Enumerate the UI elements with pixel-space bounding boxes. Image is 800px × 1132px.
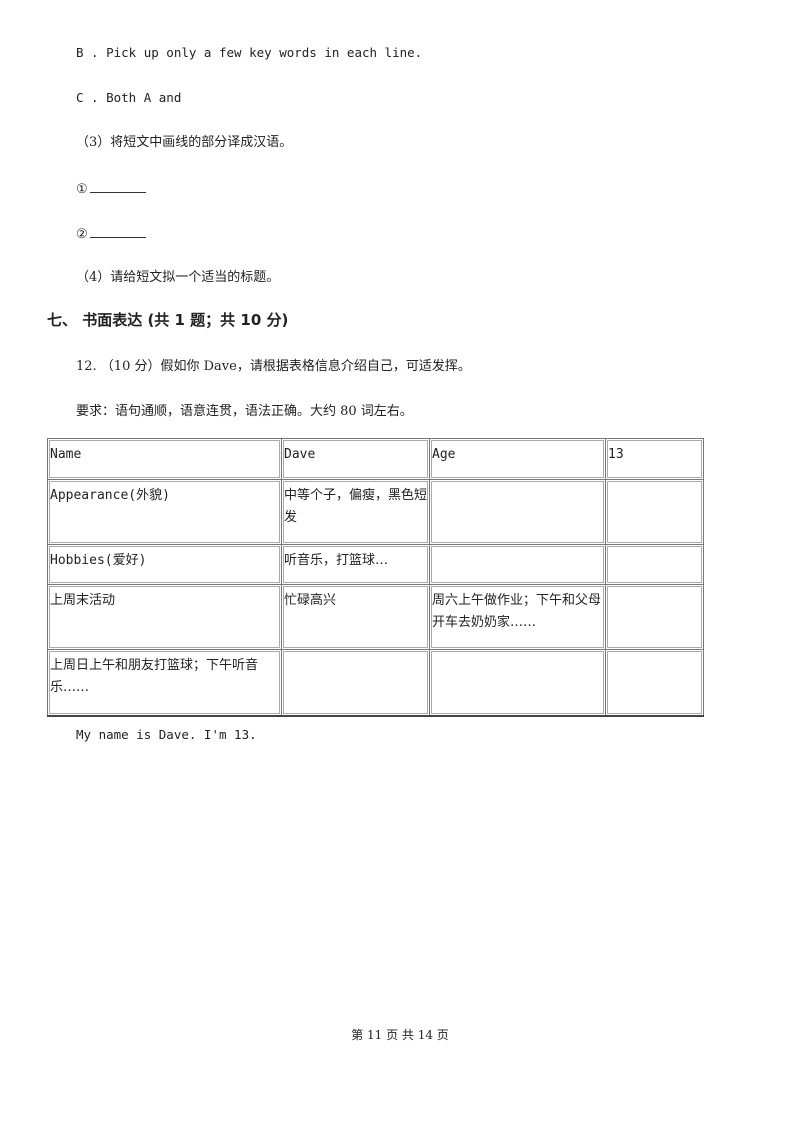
table-cell: 13 [605, 438, 704, 480]
blank-2-label: ② [76, 227, 88, 242]
blank-1-line [89, 179, 146, 193]
info-table: Name Dave Age 13 Appearance(外貌) 中等个子，偏瘦，… [47, 438, 704, 717]
question-12-stem: 12. （10 分）假如你 Dave，请根据表格信息介绍自己，可适发挥。 [76, 359, 471, 374]
table-cell [605, 544, 704, 585]
table-cell [605, 479, 704, 545]
table-cell: 周六上午做作业；下午和父母开车去奶奶家…… [429, 584, 606, 650]
table-cell: 忙碌高兴 [281, 584, 430, 650]
answer-blank-2[interactable]: ② [76, 224, 146, 244]
option-c: C . Both A and [76, 90, 182, 105]
answer-blank-1[interactable]: ① [76, 179, 146, 199]
table-cell: 中等个子，偏瘦，黑色短发 [281, 479, 430, 545]
section-title: 七、 书面表达 (共 1 题；共 10 分) [47, 311, 289, 329]
table-row: Appearance(外貌) 中等个子，偏瘦，黑色短发 [47, 479, 704, 545]
table-cell [605, 584, 704, 650]
table-cell [429, 544, 606, 585]
table-row: 上周末活动 忙碌高兴 周六上午做作业；下午和父母开车去奶奶家…… [47, 584, 704, 650]
table-cell: 听音乐，打篮球… [281, 544, 430, 585]
page-footer: 第 11 页 共 14 页 [351, 1028, 449, 1042]
table-row: 上周日上午和朋友打篮球；下午听音乐…… [47, 649, 704, 716]
table-cell: 上周日上午和朋友打篮球；下午听音乐…… [47, 649, 282, 716]
sub-question-3-prompt: （3）将短文中画线的部分译成汉语。 [76, 135, 293, 150]
table-cell: Appearance(外貌) [47, 479, 282, 545]
table-cell [429, 479, 606, 545]
blank-1-label: ① [76, 182, 88, 197]
answer-start-text: My name is Dave. I'm 13. [76, 727, 257, 742]
table-cell [281, 649, 430, 716]
blank-2-line [89, 224, 146, 238]
table-cell [605, 649, 704, 716]
table-cell: Name [47, 438, 282, 480]
table-row: Name Dave Age 13 [47, 438, 704, 480]
table-cell [429, 649, 606, 716]
table-cell: 上周末活动 [47, 584, 282, 650]
question-12-requirement: 要求：语句通顺，语意连贯，语法正确。大约 80 词左右。 [76, 404, 413, 419]
option-b: B . Pick up only a few key words in each… [76, 45, 423, 60]
sub-question-4-prompt: （4）请给短文拟一个适当的标题。 [76, 270, 280, 285]
table-cell: Dave [281, 438, 430, 480]
table-row: Hobbies(爱好) 听音乐，打篮球… [47, 544, 704, 585]
table-cell: Hobbies(爱好) [47, 544, 282, 585]
table-cell: Age [429, 438, 606, 480]
